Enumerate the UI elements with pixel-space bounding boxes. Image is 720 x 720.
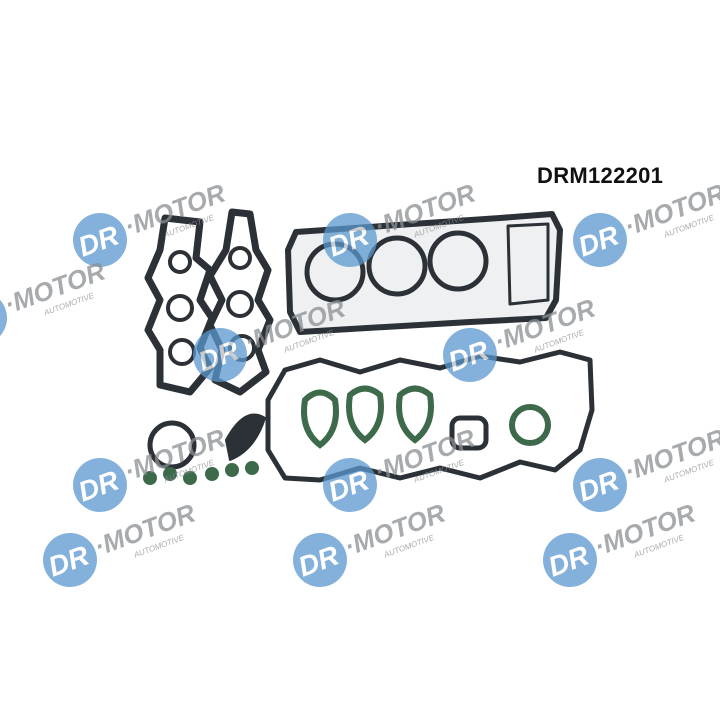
- valve-stem-seals: [143, 461, 259, 485]
- watermark-logo: DR ·MOTOR AUTOMOTIVE: [0, 256, 109, 345]
- watermark-logo: DR ·MOTOR AUTOMOTIVE: [543, 498, 699, 587]
- intake-seal-1: [301, 389, 339, 449]
- manifold-gasket-left: [144, 214, 216, 396]
- watermark-logo: DR ·MOTOR AUTOMOTIVE: [193, 293, 349, 382]
- watermark-logo: DR ·MOTOR AUTOMOTIVE: [43, 498, 199, 587]
- small-gasket: [449, 415, 489, 451]
- watermark-logo: DR ·MOTOR AUTOMOTIVE: [73, 423, 229, 512]
- watermark-logo: DR ·MOTOR AUTOMOTIVE: [323, 423, 479, 512]
- intake-seal-3: [396, 385, 434, 444]
- manifold-gasket-right: [206, 208, 274, 396]
- watermark-logo: DR ·MOTOR AUTOMOTIVE: [573, 178, 720, 267]
- watermark-logo: DR ·MOTOR AUTOMOTIVE: [293, 498, 449, 587]
- valve-cover-gasket: [265, 349, 595, 483]
- cam-plug: [225, 413, 266, 461]
- intake-seal-2: [346, 385, 384, 444]
- intake-seal-4: [509, 404, 551, 446]
- round-seal: [147, 420, 197, 470]
- product-code: DRM122201: [537, 163, 664, 188]
